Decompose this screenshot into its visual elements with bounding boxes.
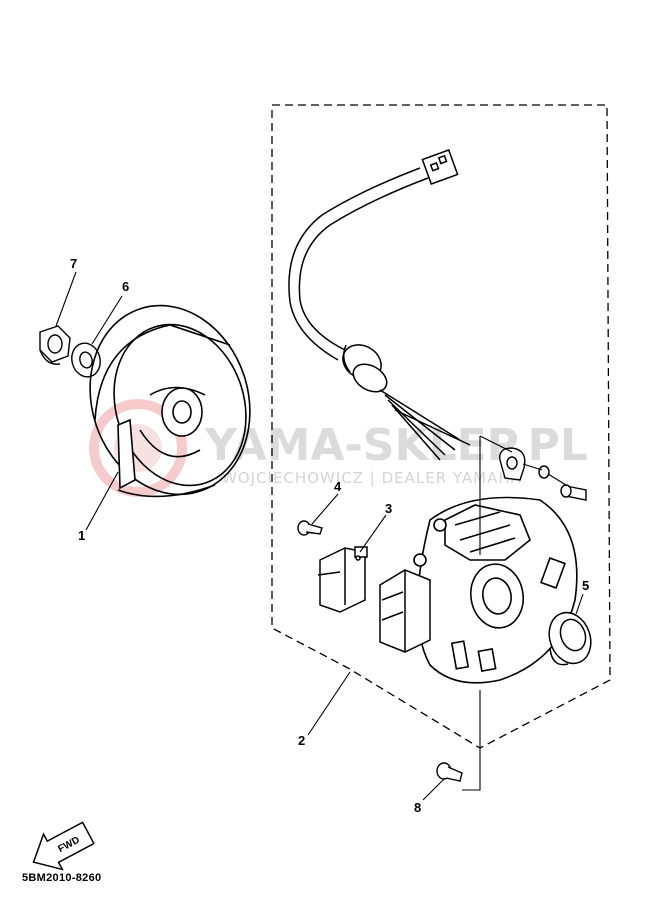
screw-8 xyxy=(436,762,463,782)
callout-8: 8 xyxy=(414,800,421,815)
leader-lines xyxy=(55,271,584,801)
harness-connector xyxy=(421,149,459,185)
stator-assembly xyxy=(413,496,578,684)
flange-nut xyxy=(39,325,71,365)
part-number: 5BM2010-8260 xyxy=(22,872,102,884)
fwd-arrow-icon: FWD xyxy=(32,821,95,871)
stator-coil xyxy=(379,569,431,653)
callout-4: 4 xyxy=(334,479,342,494)
callout-3: 3 xyxy=(385,501,392,516)
callout-7: 7 xyxy=(70,256,77,271)
clamp-and-bolt xyxy=(499,447,587,501)
screw-4 xyxy=(297,520,323,536)
watermark-main-text: YAMA-SKLEP.PL xyxy=(204,420,588,471)
pickup-coil xyxy=(317,546,368,613)
callout-2: 2 xyxy=(298,733,305,748)
watermark-logo xyxy=(89,399,187,497)
washer xyxy=(71,342,101,378)
callout-6: 6 xyxy=(122,279,129,294)
callout-5: 5 xyxy=(582,578,589,593)
flywheel-rotor xyxy=(89,304,251,498)
callout-1: 1 xyxy=(78,528,85,543)
callout-numbers: 1 2 3 4 5 6 7 8 xyxy=(70,256,589,815)
watermark-sub-text: WOJCIECHOWICZ | DEALER YAMAHA xyxy=(222,469,522,487)
wire-harness xyxy=(288,149,471,461)
oil-seal xyxy=(548,611,592,666)
